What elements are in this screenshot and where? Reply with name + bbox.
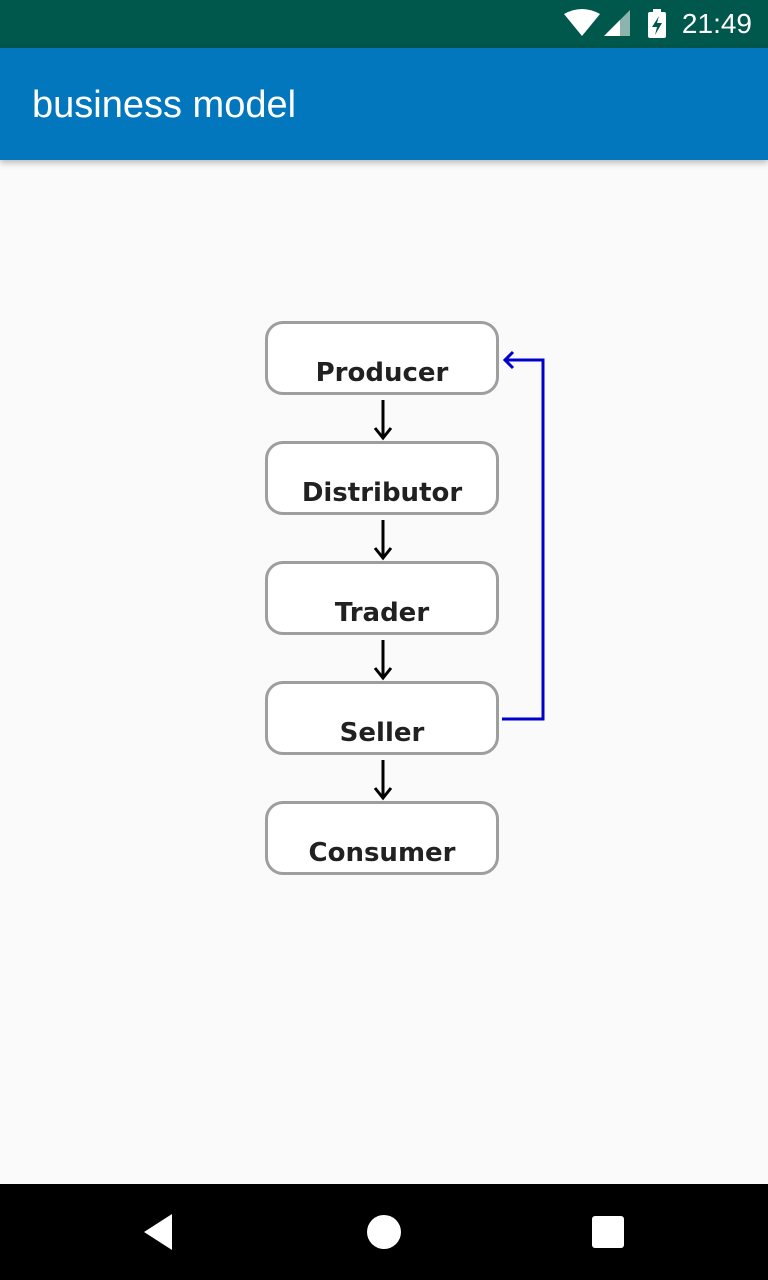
node-trader: Trader xyxy=(265,561,499,635)
back-icon[interactable] xyxy=(136,1208,184,1256)
cell-signal-icon xyxy=(604,10,630,36)
edge-distributor-trader xyxy=(373,520,393,561)
app-title: business model xyxy=(32,84,297,126)
business-model-diagram: Producer Distributor Trader Seller Consu… xyxy=(0,160,768,1184)
wifi-icon xyxy=(564,9,600,36)
node-producer: Producer xyxy=(265,321,499,395)
edge-seller-producer-feedback xyxy=(502,350,545,721)
status-icons xyxy=(564,9,666,38)
status-time: 21:49 xyxy=(681,8,752,39)
navigation-bar xyxy=(0,1184,768,1280)
node-consumer: Consumer xyxy=(265,801,499,875)
diagram-connectors xyxy=(373,350,545,801)
app-bar: business model xyxy=(0,48,768,160)
status-bar: 21:49 xyxy=(0,0,768,48)
node-label: Producer xyxy=(315,358,449,388)
edge-producer-distributor xyxy=(373,400,393,441)
node-label: Trader xyxy=(334,598,430,628)
node-seller: Seller xyxy=(265,681,499,755)
edge-trader-seller xyxy=(373,640,393,681)
node-label: Consumer xyxy=(308,838,456,868)
node-distributor: Distributor xyxy=(265,441,499,515)
node-label: Seller xyxy=(339,718,425,748)
edge-seller-consumer xyxy=(373,760,393,801)
home-icon[interactable] xyxy=(360,1208,408,1256)
node-label: Distributor xyxy=(301,478,463,508)
battery-charging-icon xyxy=(648,9,666,38)
recents-icon[interactable] xyxy=(584,1208,632,1256)
